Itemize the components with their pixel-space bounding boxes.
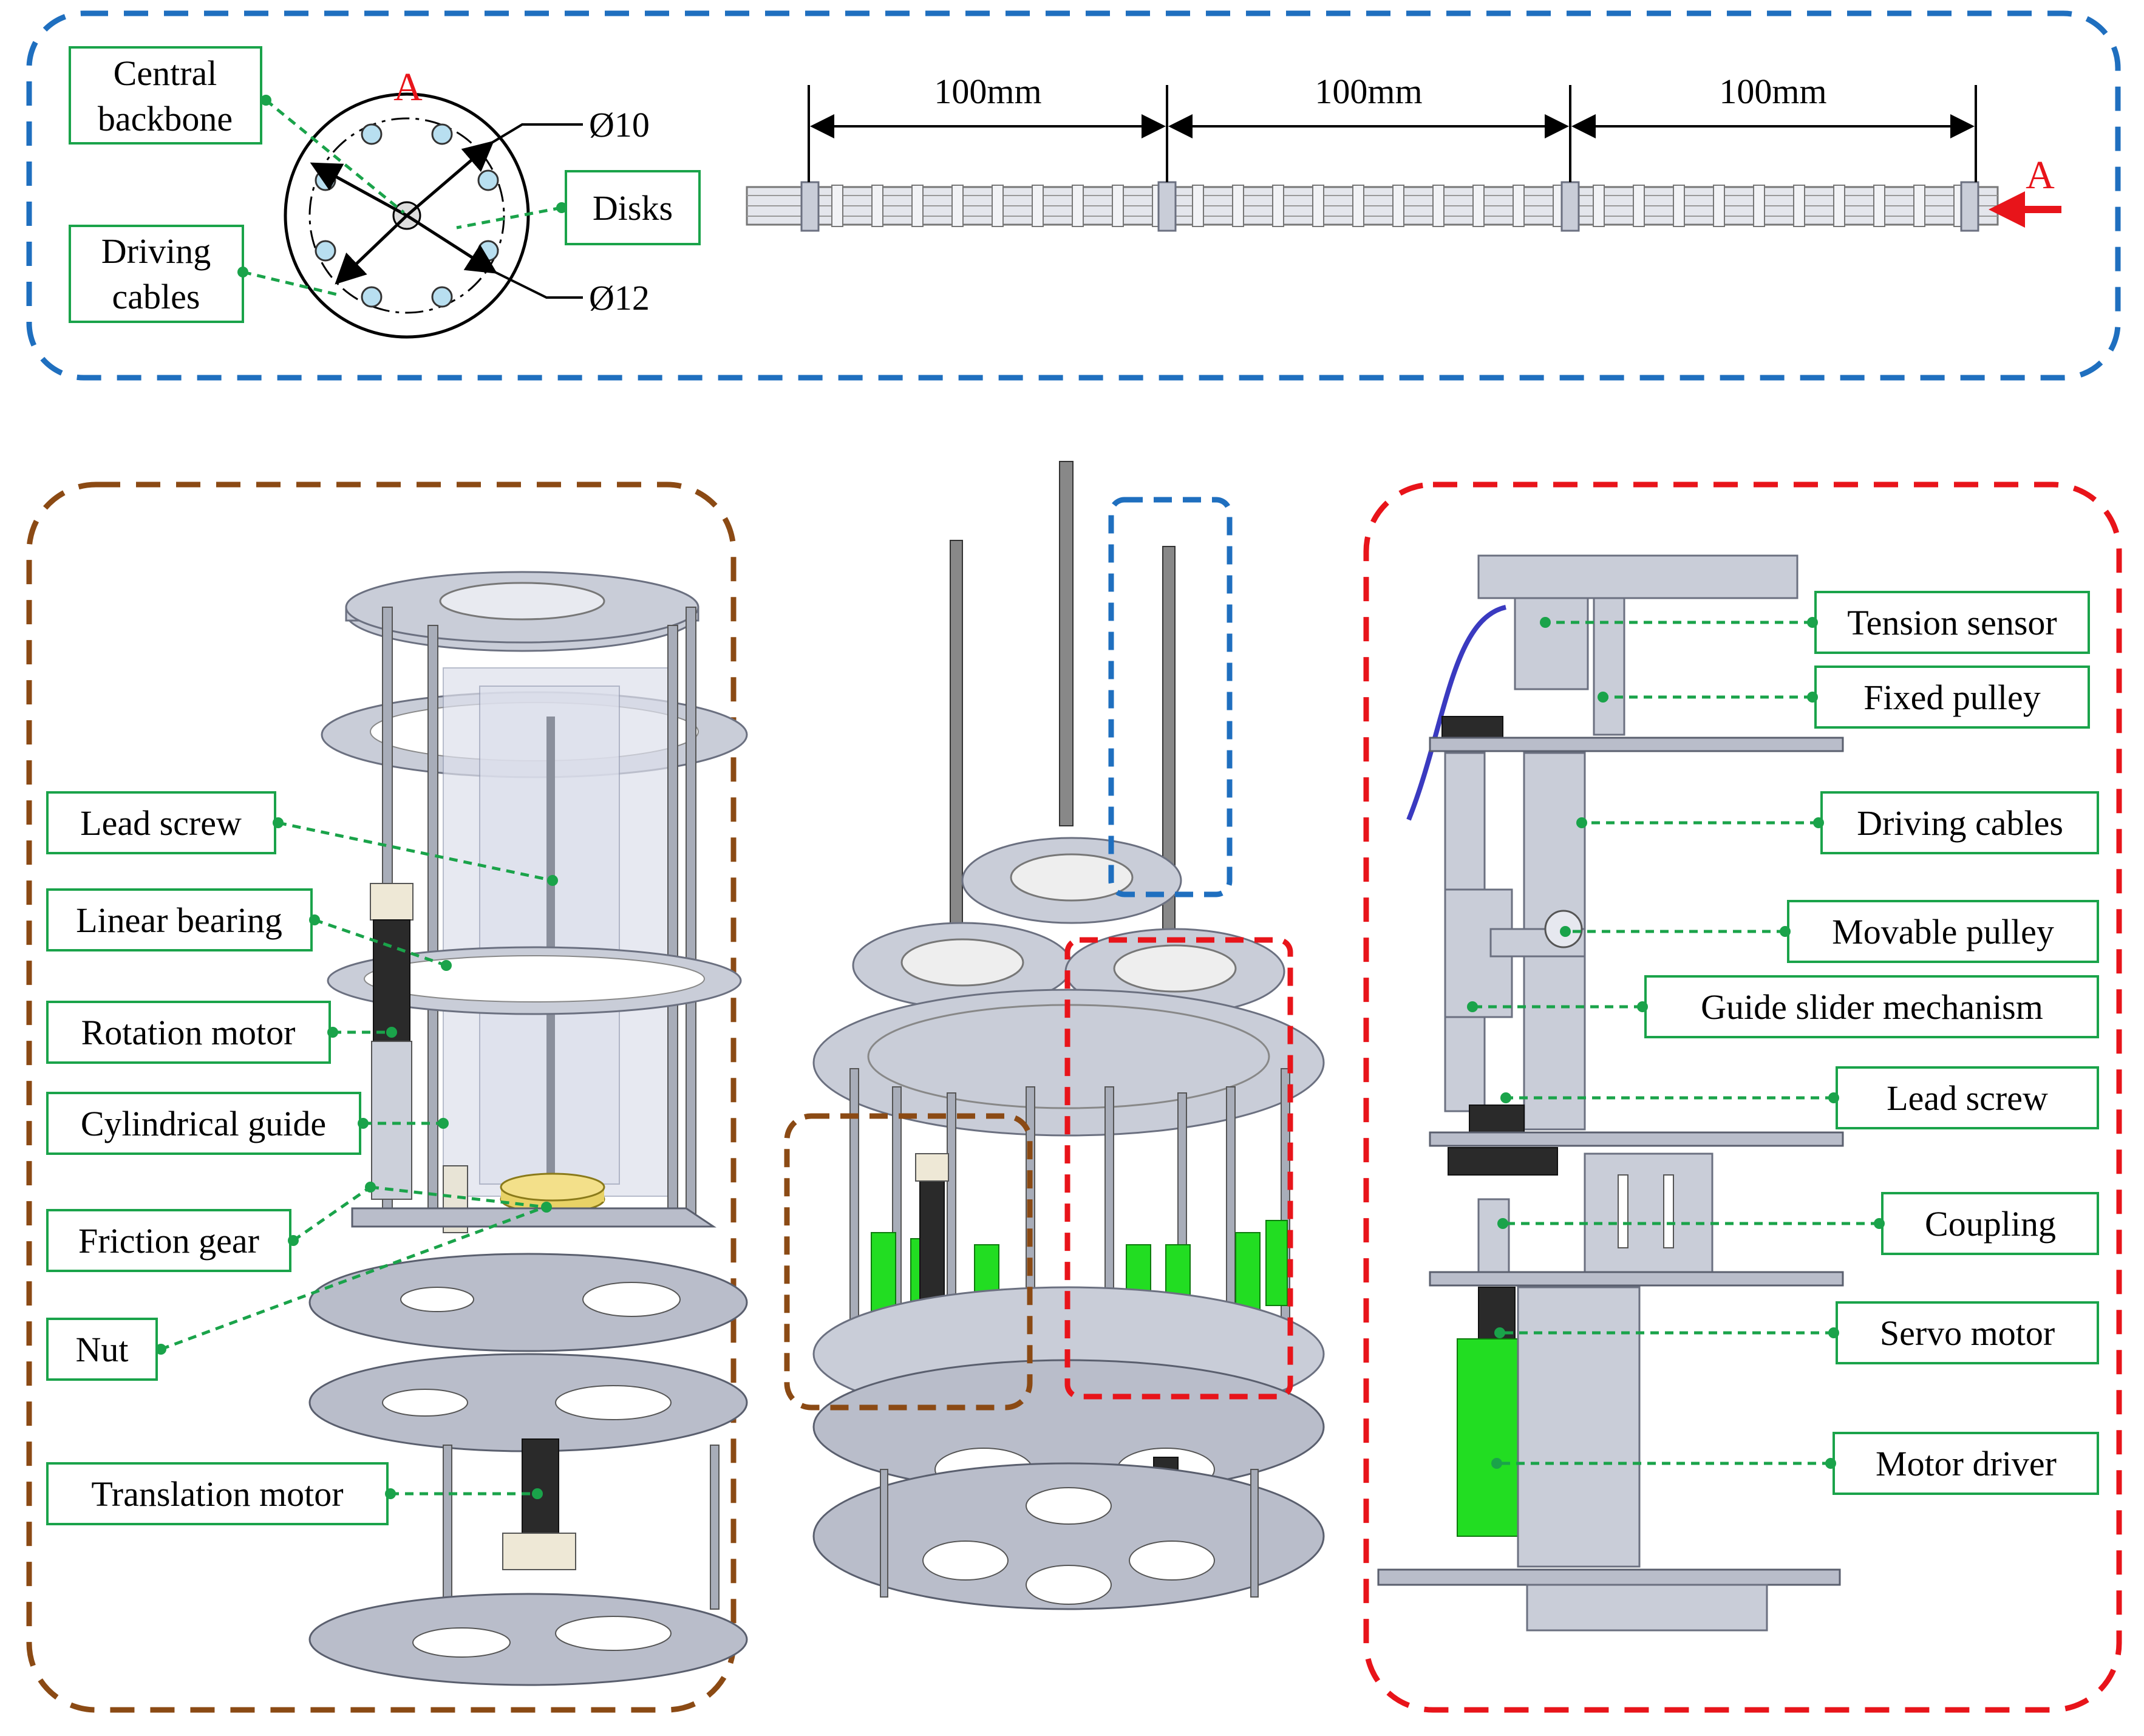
nut-callout: Nut xyxy=(46,1203,550,1381)
cylindrical-guide-label: Cylindrical guide xyxy=(81,1104,326,1143)
nut-label: Nut xyxy=(76,1330,129,1369)
translation-motor-callout: Translation motor xyxy=(46,1462,543,1525)
disks-label: Disks xyxy=(593,188,673,228)
backbone-disk xyxy=(871,185,883,227)
backbone-disk xyxy=(1713,185,1725,227)
central-backbone-label-1: Central xyxy=(114,53,217,93)
backbone-disk xyxy=(1633,185,1645,227)
linear-bearing-callout: Linear bearing xyxy=(46,888,452,971)
left-callouts: Lead screw Linear bearing Rotation motor… xyxy=(46,791,558,1525)
backbone-disk xyxy=(1312,185,1324,227)
driving-cables-label-1: Driving xyxy=(101,231,211,271)
lead-screw-left-callout: Lead screw xyxy=(46,791,558,886)
movable-pulley-label: Movable pulley xyxy=(1832,912,2054,951)
driving-cables-right-callout: Driving cables xyxy=(1576,791,2099,854)
center-red-highlight xyxy=(1064,937,1293,1400)
dimension-2-label: 100mm xyxy=(1315,72,1422,111)
rotation-motor-label: Rotation motor xyxy=(81,1013,296,1052)
center-brown-highlight xyxy=(784,1113,1033,1411)
fixed-pulley-label: Fixed pulley xyxy=(1863,678,2041,717)
driving-cables-callout: Driving cables xyxy=(69,225,338,323)
backbone-disk xyxy=(1593,185,1605,227)
tension-sensor-callout: Tension sensor xyxy=(1540,591,2090,654)
backbone-disk xyxy=(1673,185,1685,227)
backbone-disk xyxy=(992,185,1004,227)
central-backbone-callout: Central backbone xyxy=(69,46,405,214)
backbone-disk xyxy=(1352,185,1364,227)
friction-gear-callout: Friction gear xyxy=(46,1182,552,1272)
lead-screw-left-label: Lead screw xyxy=(80,803,242,843)
section-red-arrow xyxy=(1989,191,2061,228)
coupling-label: Coupling xyxy=(1925,1204,2056,1244)
backbone-disk xyxy=(951,185,964,227)
backbone-disk xyxy=(1873,185,1885,227)
driving-unit-render xyxy=(1377,554,1844,1632)
backbone-disk xyxy=(1793,185,1805,227)
dimension-lines xyxy=(808,85,1977,182)
cylindrical-guide-callout: Cylindrical guide xyxy=(46,1092,449,1155)
center-blue-highlight xyxy=(1108,497,1233,897)
backbone-disk xyxy=(1753,185,1765,227)
coupling-callout: Coupling xyxy=(1497,1192,2099,1255)
motor-driver-callout: Motor driver xyxy=(1491,1432,2099,1495)
driving-cables-label-2: cables xyxy=(112,277,200,316)
backbone-disk xyxy=(1192,185,1204,227)
backbone-disk xyxy=(1112,185,1124,227)
backbone-disk xyxy=(831,185,843,227)
motor-driver-label: Motor driver xyxy=(1876,1444,2057,1483)
section-marker: A xyxy=(393,65,423,109)
left-panel-frame xyxy=(26,482,737,1713)
rotation-motor-callout: Rotation motor xyxy=(46,1001,397,1064)
backbone-disk xyxy=(1392,185,1404,227)
right-callouts: Tension sensor Fixed pulley Driving cabl… xyxy=(1467,591,2099,1495)
backbone-disk xyxy=(1833,185,1845,227)
backbone-disk xyxy=(1913,185,1925,227)
movable-pulley-callout: Movable pulley xyxy=(1560,900,2099,963)
backbone-disk xyxy=(1472,185,1485,227)
backbone-disk xyxy=(1513,185,1525,227)
disks-callout: Disks xyxy=(456,170,701,245)
backbone-disk xyxy=(911,185,924,227)
servo-motor-label: Servo motor xyxy=(1880,1313,2055,1353)
tension-sensor-label: Tension sensor xyxy=(1847,603,2057,642)
lead-screw-right-label: Lead screw xyxy=(1887,1078,2048,1118)
translation-motor-label: Translation motor xyxy=(91,1474,343,1514)
section-arrow-marker: A xyxy=(2026,153,2055,197)
friction-gear-label: Friction gear xyxy=(78,1221,259,1261)
backbone-side-view xyxy=(746,181,1999,232)
backbone-disk xyxy=(1032,185,1044,227)
lead-screw-right-callout: Lead screw xyxy=(1500,1066,2099,1129)
linear-bearing-label: Linear bearing xyxy=(76,900,282,940)
backbone-disk xyxy=(1072,185,1084,227)
diameter-12-label: Ø12 xyxy=(589,278,650,318)
backbone-disk xyxy=(1432,185,1445,227)
cross-section-view xyxy=(284,92,583,339)
guide-slider-label: Guide slider mechanism xyxy=(1701,987,2043,1027)
central-backbone-label-2: backbone xyxy=(98,99,233,138)
fixed-pulley-callout: Fixed pulley xyxy=(1598,665,2090,729)
guide-slider-callout: Guide slider mechanism xyxy=(1467,975,2099,1038)
dimension-3-label: 100mm xyxy=(1719,72,1826,111)
backbone-disk xyxy=(1232,185,1244,227)
servo-motor-callout: Servo motor xyxy=(1494,1301,2099,1364)
backbone-disk xyxy=(1272,185,1284,227)
diameter-10-label: Ø10 xyxy=(589,105,650,145)
dimension-1-label: 100mm xyxy=(934,72,1041,111)
driving-cables-right-label: Driving cables xyxy=(1857,803,2063,843)
